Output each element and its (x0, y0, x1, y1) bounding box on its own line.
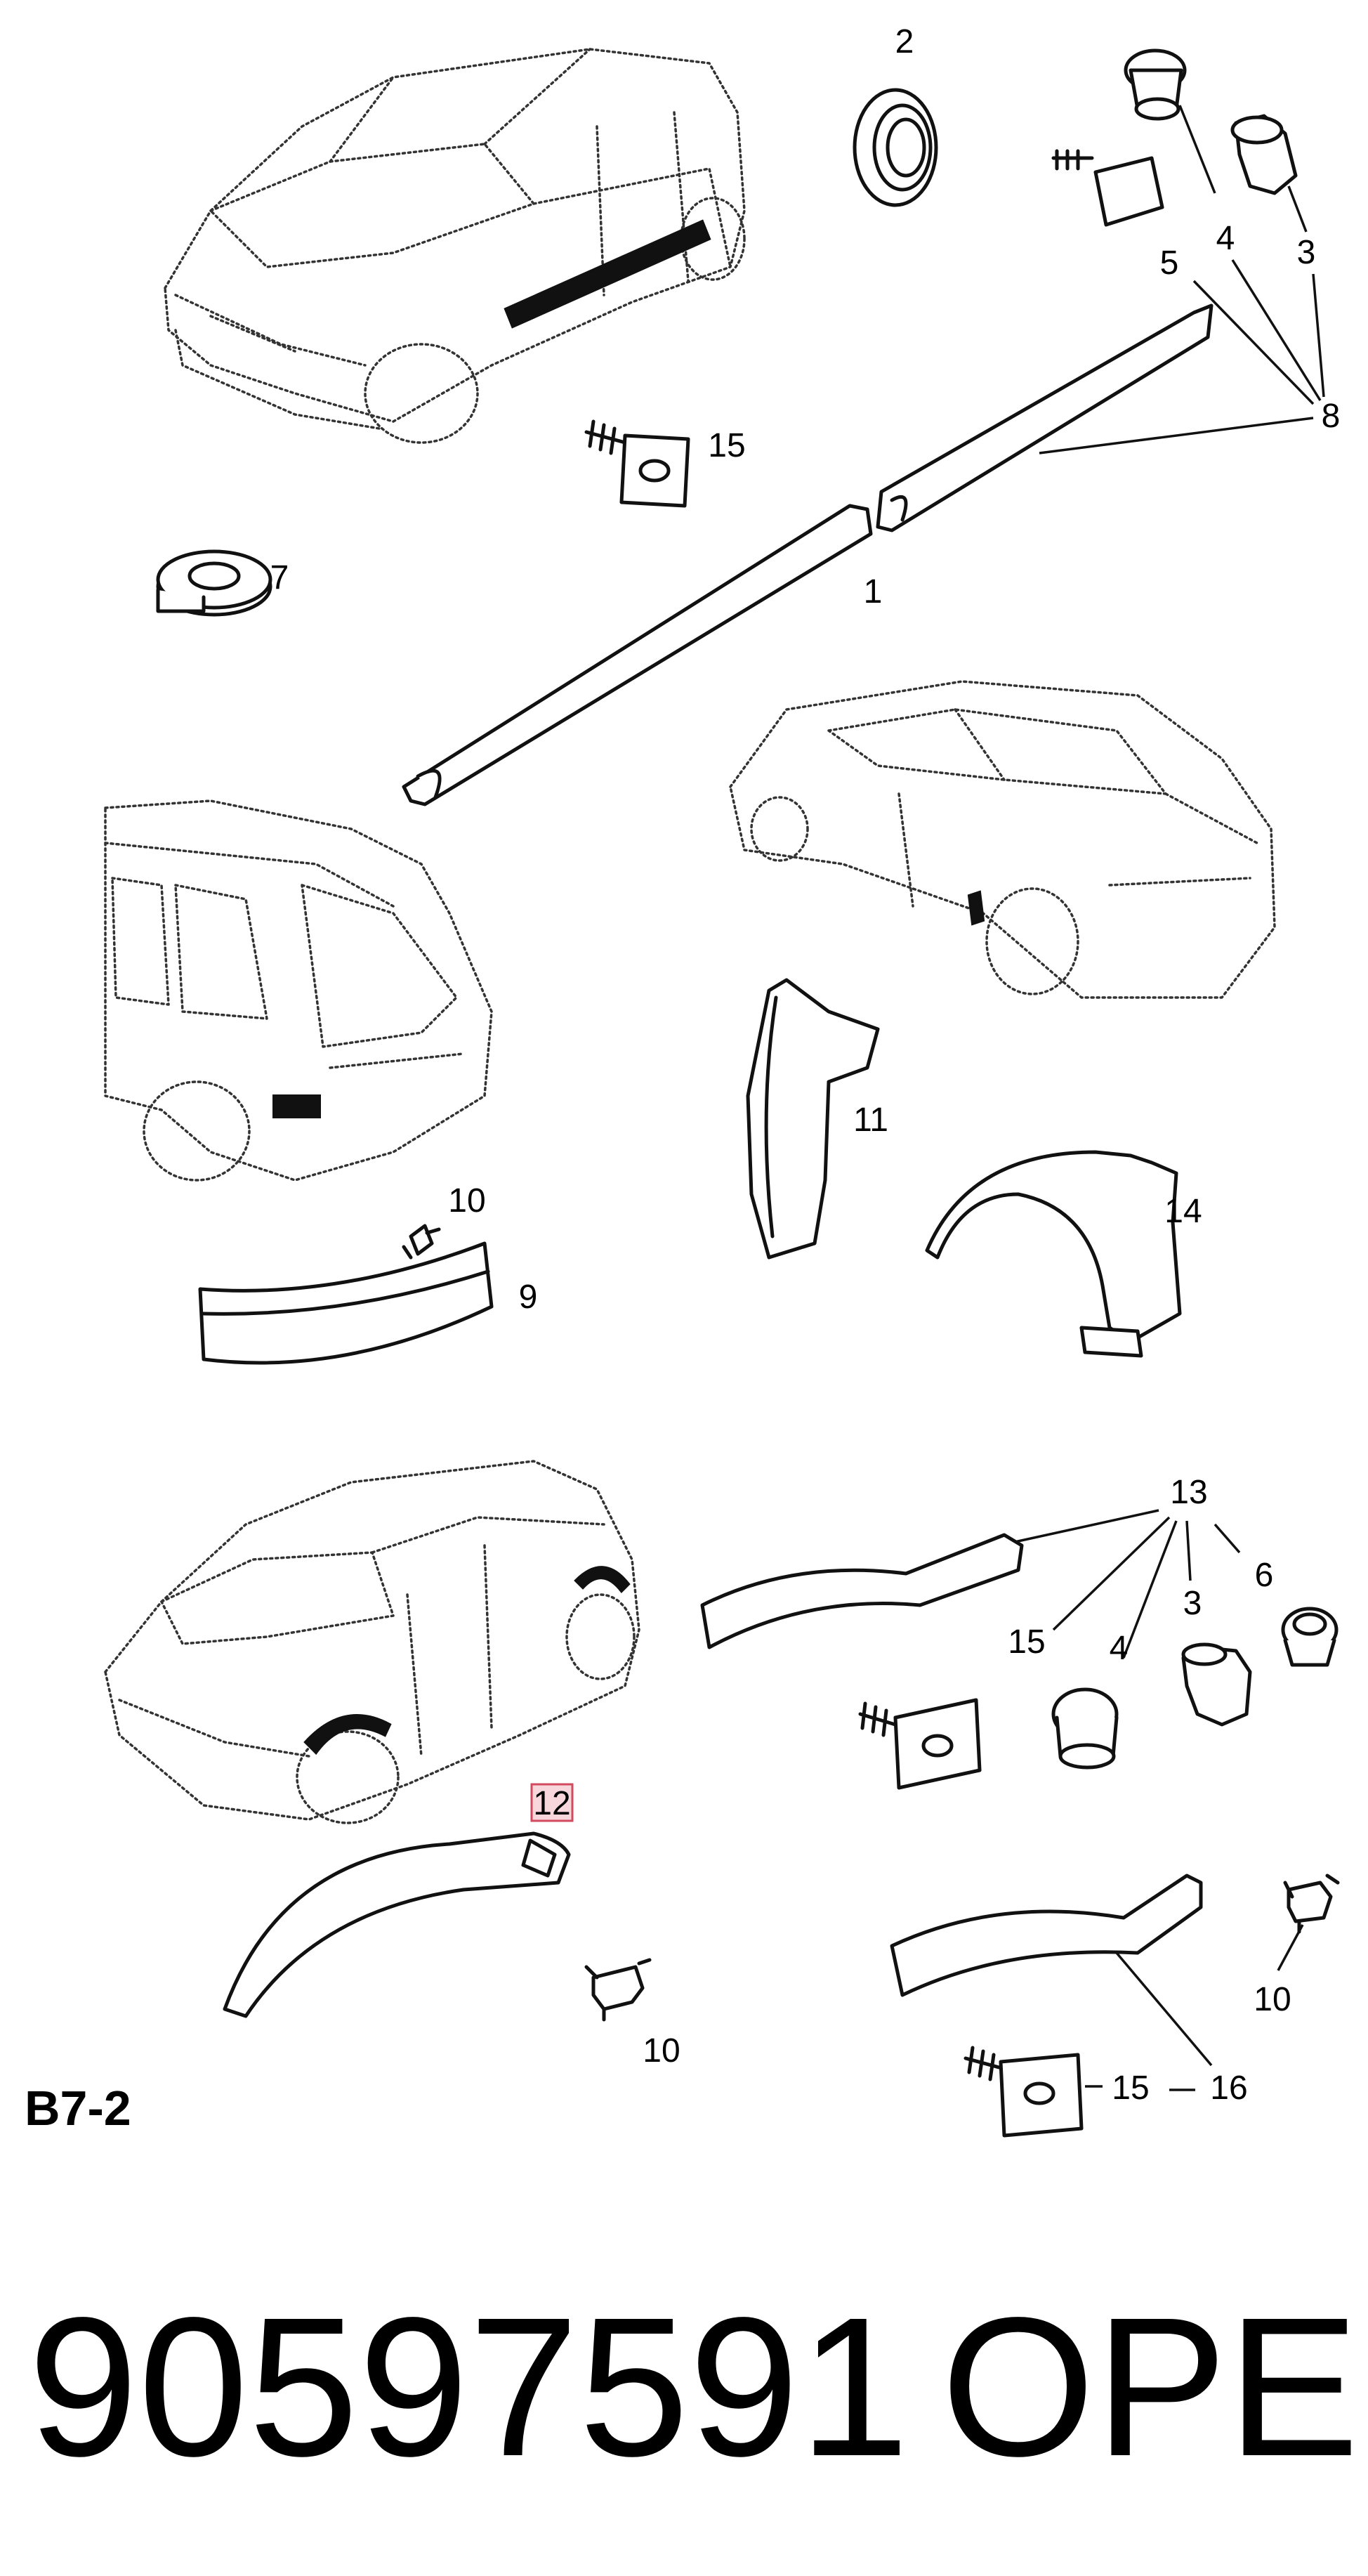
part-11-quarter-panel-trim (746, 978, 880, 1260)
section-code: B7-2 (25, 2081, 131, 2136)
part-10-clip-upper (402, 1224, 441, 1260)
part-8-rear-door-moulding (876, 303, 1214, 532)
callout-16: 16 (1210, 2070, 1247, 2107)
leader-16 (1115, 1951, 1213, 2067)
part-number: 90597591 (28, 2276, 909, 2497)
leader-5-8 (1192, 280, 1315, 405)
part-3-clip (1230, 114, 1298, 195)
leader-13 (1014, 1509, 1159, 1543)
leader-13-4 (1122, 1520, 1178, 1659)
part-16-rear-wheel-arch-moulding (890, 1874, 1203, 1997)
callout-5: 5 (1160, 244, 1179, 282)
callout-3-bottom: 3 (1183, 1585, 1202, 1622)
part-6-clip (1281, 1607, 1339, 1667)
leader-3-8 (1312, 273, 1325, 398)
part-7-adhesive-tape (156, 549, 272, 617)
leader-13-15 (1052, 1516, 1171, 1631)
part-15-screw-nut-plate-top (584, 419, 690, 508)
part-4-push-clip-bottom (1051, 1687, 1119, 1770)
part-5-screw-pad (1051, 149, 1164, 227)
leader-3a (1287, 185, 1308, 233)
leader-4 (1178, 105, 1216, 194)
part-3-clip-bottom (1181, 1642, 1252, 1727)
minivan-front-view-illustration (164, 48, 746, 444)
callout-15-top: 15 (708, 427, 745, 464)
part-1-front-door-moulding (402, 504, 873, 806)
callout-1: 1 (864, 573, 883, 610)
callout-4-top: 4 (1216, 220, 1235, 257)
part-2-grommet (853, 88, 938, 207)
minivan-side-view-illustration (104, 1460, 640, 1824)
part-10-clip-lower-left (584, 1958, 652, 2022)
part-15-screw-nut-plate-middle (858, 1698, 982, 1790)
leader-13-6 (1214, 1523, 1241, 1554)
callout-8: 8 (1322, 398, 1341, 435)
callout-10-lower-right: 10 (1254, 1981, 1291, 2018)
leader-13-3 (1185, 1520, 1192, 1581)
callout-3-top: 3 (1297, 234, 1316, 271)
part-13-wheel-arch-moulding (700, 1533, 1024, 1649)
minivan-rear-view-illustration (104, 799, 493, 1182)
leader-10-lower-right (1277, 1924, 1304, 1971)
part-4-push-clip (1124, 48, 1187, 121)
part-9-rear-bumper-trim (198, 1241, 494, 1365)
callout-7: 7 (270, 559, 289, 596)
callout-10-lower-left: 10 (643, 2032, 680, 2070)
callout-2: 2 (895, 23, 914, 60)
callout-9: 9 (519, 1279, 538, 1316)
brand-name: OPEL (941, 2276, 1368, 2497)
part-14-wheel-arch-extension (925, 1150, 1182, 1358)
callout-13: 13 (1170, 1474, 1207, 1511)
leader-8 (1039, 417, 1314, 455)
callout-15-middle: 15 (1008, 1623, 1045, 1661)
hatchback-rear-view-illustration (729, 680, 1276, 999)
part-12-front-wheel-arch-moulding (223, 1831, 571, 2018)
callout-12-highlight (530, 1783, 574, 1822)
callout-14: 14 (1164, 1193, 1202, 1230)
callout-4-bottom: 4 (1110, 1630, 1129, 1667)
part-15-screw-nut-plate-bottom (963, 2046, 1084, 2138)
callout-11: 11 (853, 1101, 888, 1139)
callout-12: 12 (533, 1785, 570, 1822)
part-10-clip-lower-right (1283, 1874, 1340, 1934)
callout-15-bottom: 15 (1112, 2070, 1149, 2107)
leader-4-8 (1231, 259, 1322, 401)
callout-10-upper: 10 (448, 1182, 485, 1220)
callout-6: 6 (1255, 1557, 1274, 1594)
